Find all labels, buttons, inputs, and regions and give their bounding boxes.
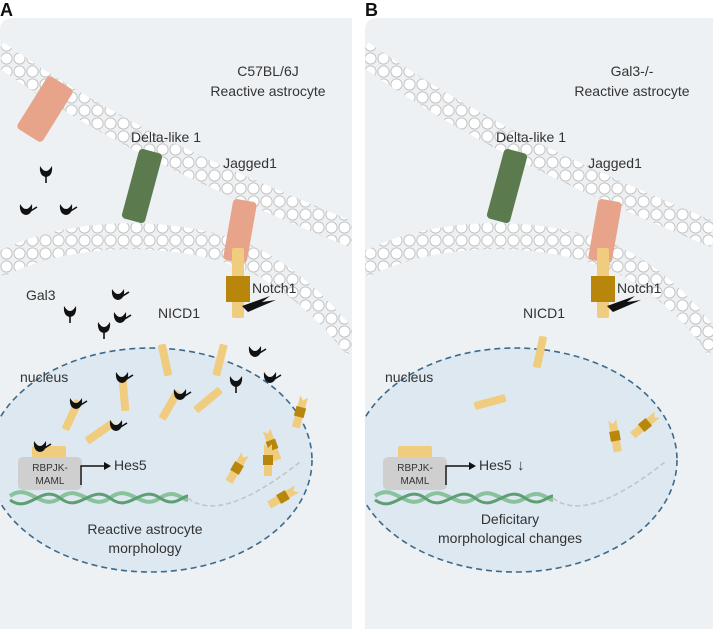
transcription-arrow: [445, 465, 469, 485]
outcome-label-line1: Reactive astrocyte: [87, 521, 202, 537]
dna-dashed-extension: [552, 461, 666, 507]
nucleus-label: nucleus: [385, 369, 433, 385]
dna-helix: [8, 490, 189, 506]
downregulation-arrow-icon: ↓: [517, 457, 525, 474]
complex-label-line1: RBPJK-: [397, 463, 433, 474]
jagged1-receptor-top: [17, 76, 73, 142]
panel-b: RBPJK- MAML B Gal3-/- Reactive astrocyte…: [365, 0, 713, 629]
panel-a-letter: A: [0, 0, 13, 20]
delta-like1-label: Delta-like 1: [496, 129, 566, 145]
dna-helix: [373, 490, 554, 506]
jagged1-receptor: [588, 199, 622, 263]
delta-like1-receptor: [121, 149, 163, 223]
rbpjk-maml-complex: [383, 457, 447, 490]
delta-like1-label: Delta-like 1: [131, 129, 201, 145]
transcription-arrow-head: [469, 462, 476, 470]
delta-like1-receptor: [486, 149, 528, 223]
cell-label: Reactive astrocyte: [210, 83, 325, 99]
notch1-label: Notch1: [617, 280, 662, 296]
cleavage-icon: [607, 296, 641, 312]
nucleus: [365, 347, 678, 573]
panel-a: RBPJK- MAML A C57BL/6J Reactive astrocyt…: [0, 0, 352, 629]
outcome-label-line1: Deficitary: [481, 511, 539, 527]
complex-label-line1: RBPJK-: [32, 463, 68, 474]
notch1-cleavage-domain: [226, 276, 250, 302]
panel-b-letter: B: [365, 0, 378, 20]
nicd1-label: NICD1: [158, 305, 200, 321]
jagged1-label: Jagged1: [223, 155, 277, 171]
gene-label: Hes5: [114, 457, 147, 473]
nucleus-label: nucleus: [20, 369, 68, 385]
complex-label-line2: MAML: [401, 476, 430, 487]
gal3-label: Gal3: [26, 287, 56, 303]
outcome-label-line2: morphology: [108, 540, 181, 556]
complex-label-line2: MAML: [36, 476, 65, 487]
jagged1-label: Jagged1: [588, 155, 642, 171]
transcription-arrow: [80, 465, 104, 485]
nicd1-bound: [398, 446, 432, 458]
notch1-label: Notch1: [252, 280, 297, 296]
upper-membrane-outer: [0, 42, 352, 235]
cleavage-icon: [242, 296, 276, 312]
outcome-label-line2: morphological changes: [438, 530, 582, 546]
transcription-arrow-head: [104, 462, 111, 470]
nicd1-label: NICD1: [523, 305, 565, 321]
nucleus: [0, 347, 313, 573]
gene-label: Hes5: [479, 457, 512, 473]
strain-label: C57BL/6J: [237, 63, 298, 79]
jagged1-receptor: [223, 199, 257, 263]
nicd1-fragment: [263, 444, 273, 476]
cell-label: Reactive astrocyte: [574, 83, 689, 99]
notch1-cleavage-domain: [591, 276, 615, 302]
dna-dashed-extension: [187, 461, 301, 507]
upper-membrane-outer: [365, 42, 713, 234]
strain-label: Gal3-/-: [611, 63, 654, 79]
rbpjk-maml-complex: [18, 457, 82, 490]
